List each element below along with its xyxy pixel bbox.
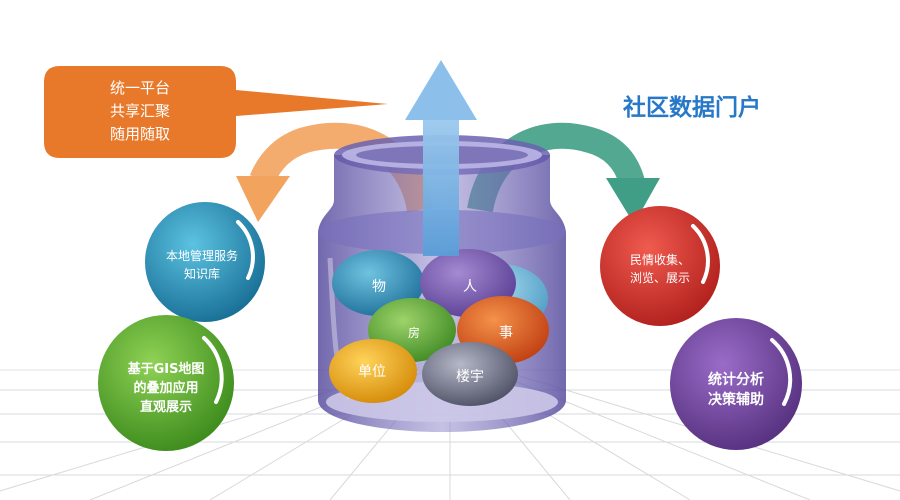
egg-label-wu: 物 <box>372 279 386 295</box>
gis-line-3: 直观展示 <box>140 399 192 415</box>
analysis-line-2: 决策辅助 <box>708 391 764 408</box>
callout-line-1: 统一平台 <box>110 79 170 97</box>
page-title: 社区数据门户 <box>623 94 761 121</box>
callout-line-2: 共享汇聚 <box>110 102 170 120</box>
egg-label-louyu: 楼宇 <box>456 369 484 385</box>
egg-label-ren: 人 <box>463 279 477 295</box>
circle-sentiment: 民情收集、 浏览、展示 <box>600 206 720 326</box>
callout-line-3: 随用随取 <box>110 125 170 143</box>
gis-line-1: 基于GIS地图 <box>127 361 205 377</box>
sentiment-line-1: 民情收集、 <box>630 252 690 267</box>
circle-analysis: 统计分析 决策辅助 <box>670 318 802 450</box>
egg-label-danwei: 单位 <box>358 364 386 380</box>
egg-label-fang: 房 <box>408 325 420 340</box>
sentiment-line-2: 浏览、展示 <box>630 270 690 285</box>
circle-knowledge-base: 本地管理服务 知识库 <box>145 202 265 322</box>
analysis-line-1: 统计分析 <box>708 371 764 388</box>
circle-gis: 基于GIS地图 的叠加应用 直观展示 <box>98 315 234 451</box>
knowledge-line-1: 本地管理服务 <box>166 248 238 263</box>
knowledge-line-2: 知识库 <box>184 266 220 281</box>
gis-line-2: 的叠加应用 <box>133 380 198 396</box>
egg-label-shi: 事 <box>499 325 513 341</box>
